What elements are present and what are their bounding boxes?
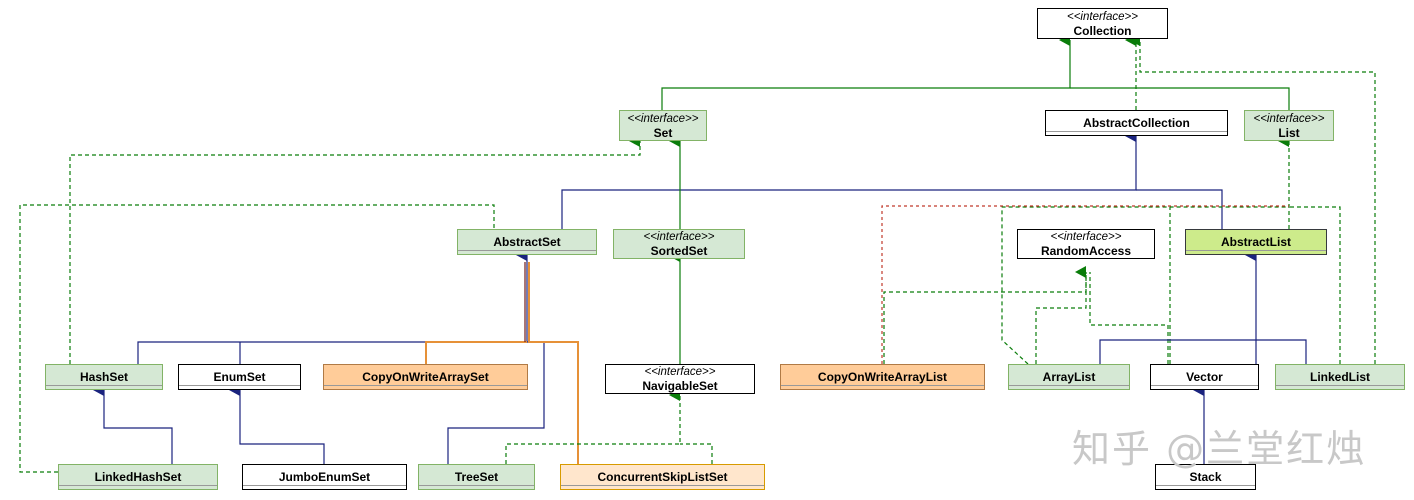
- node-vector[interactable]: Vector: [1150, 364, 1259, 390]
- edge-treeset-abstractset: [447, 341, 545, 464]
- node-jumbo-enum-set[interactable]: JumboEnumSet: [242, 464, 407, 490]
- node-collection[interactable]: <<interface>> Collection: [1037, 8, 1168, 39]
- node-abstract-collection[interactable]: AbstractCollection: [1045, 110, 1228, 136]
- edge-list-collection: [1070, 87, 1290, 112]
- class-name: Vector: [1186, 370, 1223, 384]
- edge-set-collection: [661, 34, 1071, 112]
- edge-linkedlist-list: [1289, 206, 1341, 364]
- edge-jumboenumset-enumset: [229, 384, 325, 464]
- separator: [781, 385, 984, 386]
- node-random-access[interactable]: <<interface>> RandomAccess: [1017, 229, 1155, 259]
- edge-cowset-abstractset: [425, 341, 527, 364]
- stereotype-label: <<interface>>: [644, 366, 716, 378]
- node-linked-hash-set[interactable]: LinkedHashSet: [58, 464, 218, 490]
- class-name: RandomAccess: [1040, 244, 1132, 258]
- edge-vector-randomaccess: [1089, 272, 1169, 364]
- class-name: ConcurrentSkipListSet: [597, 470, 728, 484]
- stereotype-label: <<interface>>: [627, 112, 699, 125]
- edge-linkedlist-collection: [1129, 34, 1376, 364]
- class-name: Stack: [1189, 470, 1222, 484]
- node-cow-array-set[interactable]: CopyOnWriteArraySet: [323, 364, 528, 390]
- class-name: JumboEnumSet: [278, 470, 371, 484]
- node-navigable-set[interactable]: <<interface>> NavigableSet: [605, 364, 755, 394]
- class-name: ArrayList: [1042, 370, 1096, 384]
- stereotype-label: <<interface>>: [1050, 231, 1122, 243]
- class-name: List: [1278, 125, 1300, 140]
- node-sorted-set[interactable]: <<interface>> SortedSet: [613, 229, 745, 259]
- separator: [1156, 485, 1255, 486]
- class-name: TreeSet: [454, 470, 499, 484]
- separator: [59, 485, 217, 486]
- separator: [1151, 385, 1258, 386]
- class-name: SortedSet: [650, 244, 708, 258]
- class-name: AbstractCollection: [1083, 116, 1190, 130]
- edge-skiplist-navigableset: [680, 443, 713, 464]
- edge-arraylist-list: [1001, 206, 1289, 365]
- class-name: NavigableSet: [642, 379, 718, 393]
- separator: [46, 385, 162, 386]
- node-list[interactable]: <<interface>> List: [1244, 110, 1334, 141]
- class-name: CopyOnWriteArraySet: [362, 370, 489, 384]
- edge-hashset-abstractset: [137, 249, 528, 364]
- node-enum-set[interactable]: EnumSet: [178, 364, 301, 390]
- stereotype-label: <<interface>>: [1067, 10, 1138, 23]
- node-cow-array-list[interactable]: CopyOnWriteArrayList: [780, 364, 985, 390]
- edge-linkedhashset-set: [19, 204, 495, 473]
- class-name: CopyOnWriteArrayList: [817, 370, 948, 384]
- separator: [243, 485, 406, 486]
- edge-abstractlist-abstractcollection: [1136, 189, 1223, 229]
- separator: [561, 485, 764, 486]
- edge-arraylist-abstractlist: [1099, 249, 1257, 364]
- stereotype-label: <<interface>>: [1253, 112, 1325, 125]
- class-name: AbstractList: [1220, 235, 1291, 249]
- class-name: LinkedList: [1309, 370, 1370, 384]
- node-abstract-list[interactable]: AbstractList: [1185, 229, 1327, 255]
- separator: [1046, 131, 1227, 132]
- separator: [1276, 385, 1404, 386]
- separator: [179, 385, 300, 386]
- watermark: 知乎 @兰堂红烛: [1072, 427, 1367, 471]
- node-set[interactable]: <<interface>> Set: [619, 110, 707, 141]
- edge-treeset-navigableset: [505, 389, 681, 464]
- node-hash-set[interactable]: HashSet: [45, 364, 163, 390]
- node-stack[interactable]: Stack: [1155, 464, 1256, 490]
- node-array-list[interactable]: ArrayList: [1008, 364, 1130, 390]
- separator: [419, 485, 534, 486]
- node-concurrent-skip-list-set[interactable]: ConcurrentSkipListSet: [560, 464, 765, 490]
- node-abstract-set[interactable]: AbstractSet: [457, 229, 597, 255]
- class-name: HashSet: [79, 370, 129, 384]
- edge-arraylist-randomaccess: [1035, 272, 1087, 364]
- edge-cowlist-list: [881, 205, 1289, 364]
- class-name: EnumSet: [213, 370, 266, 384]
- class-name: Collection: [1073, 23, 1132, 38]
- edge-linkedlist-abstractlist: [1256, 339, 1307, 364]
- separator: [458, 250, 596, 251]
- stereotype-label: <<interface>>: [643, 231, 715, 243]
- separator: [324, 385, 527, 386]
- class-name: Set: [653, 125, 673, 140]
- edge-cowlist-randomaccess: [883, 266, 1087, 364]
- class-name: AbstractSet: [493, 235, 561, 249]
- separator: [1186, 250, 1326, 251]
- edge-linkedhashset-hashset: [93, 384, 173, 464]
- class-name: LinkedHashSet: [94, 470, 182, 484]
- separator: [1009, 385, 1129, 386]
- edge-hashset-set: [69, 135, 641, 364]
- edge-abstractset-abstractcollection: [561, 130, 1137, 229]
- node-tree-set[interactable]: TreeSet: [418, 464, 535, 490]
- edge-skiplist-abstractset: [524, 262, 579, 464]
- node-linked-list[interactable]: LinkedList: [1275, 364, 1405, 390]
